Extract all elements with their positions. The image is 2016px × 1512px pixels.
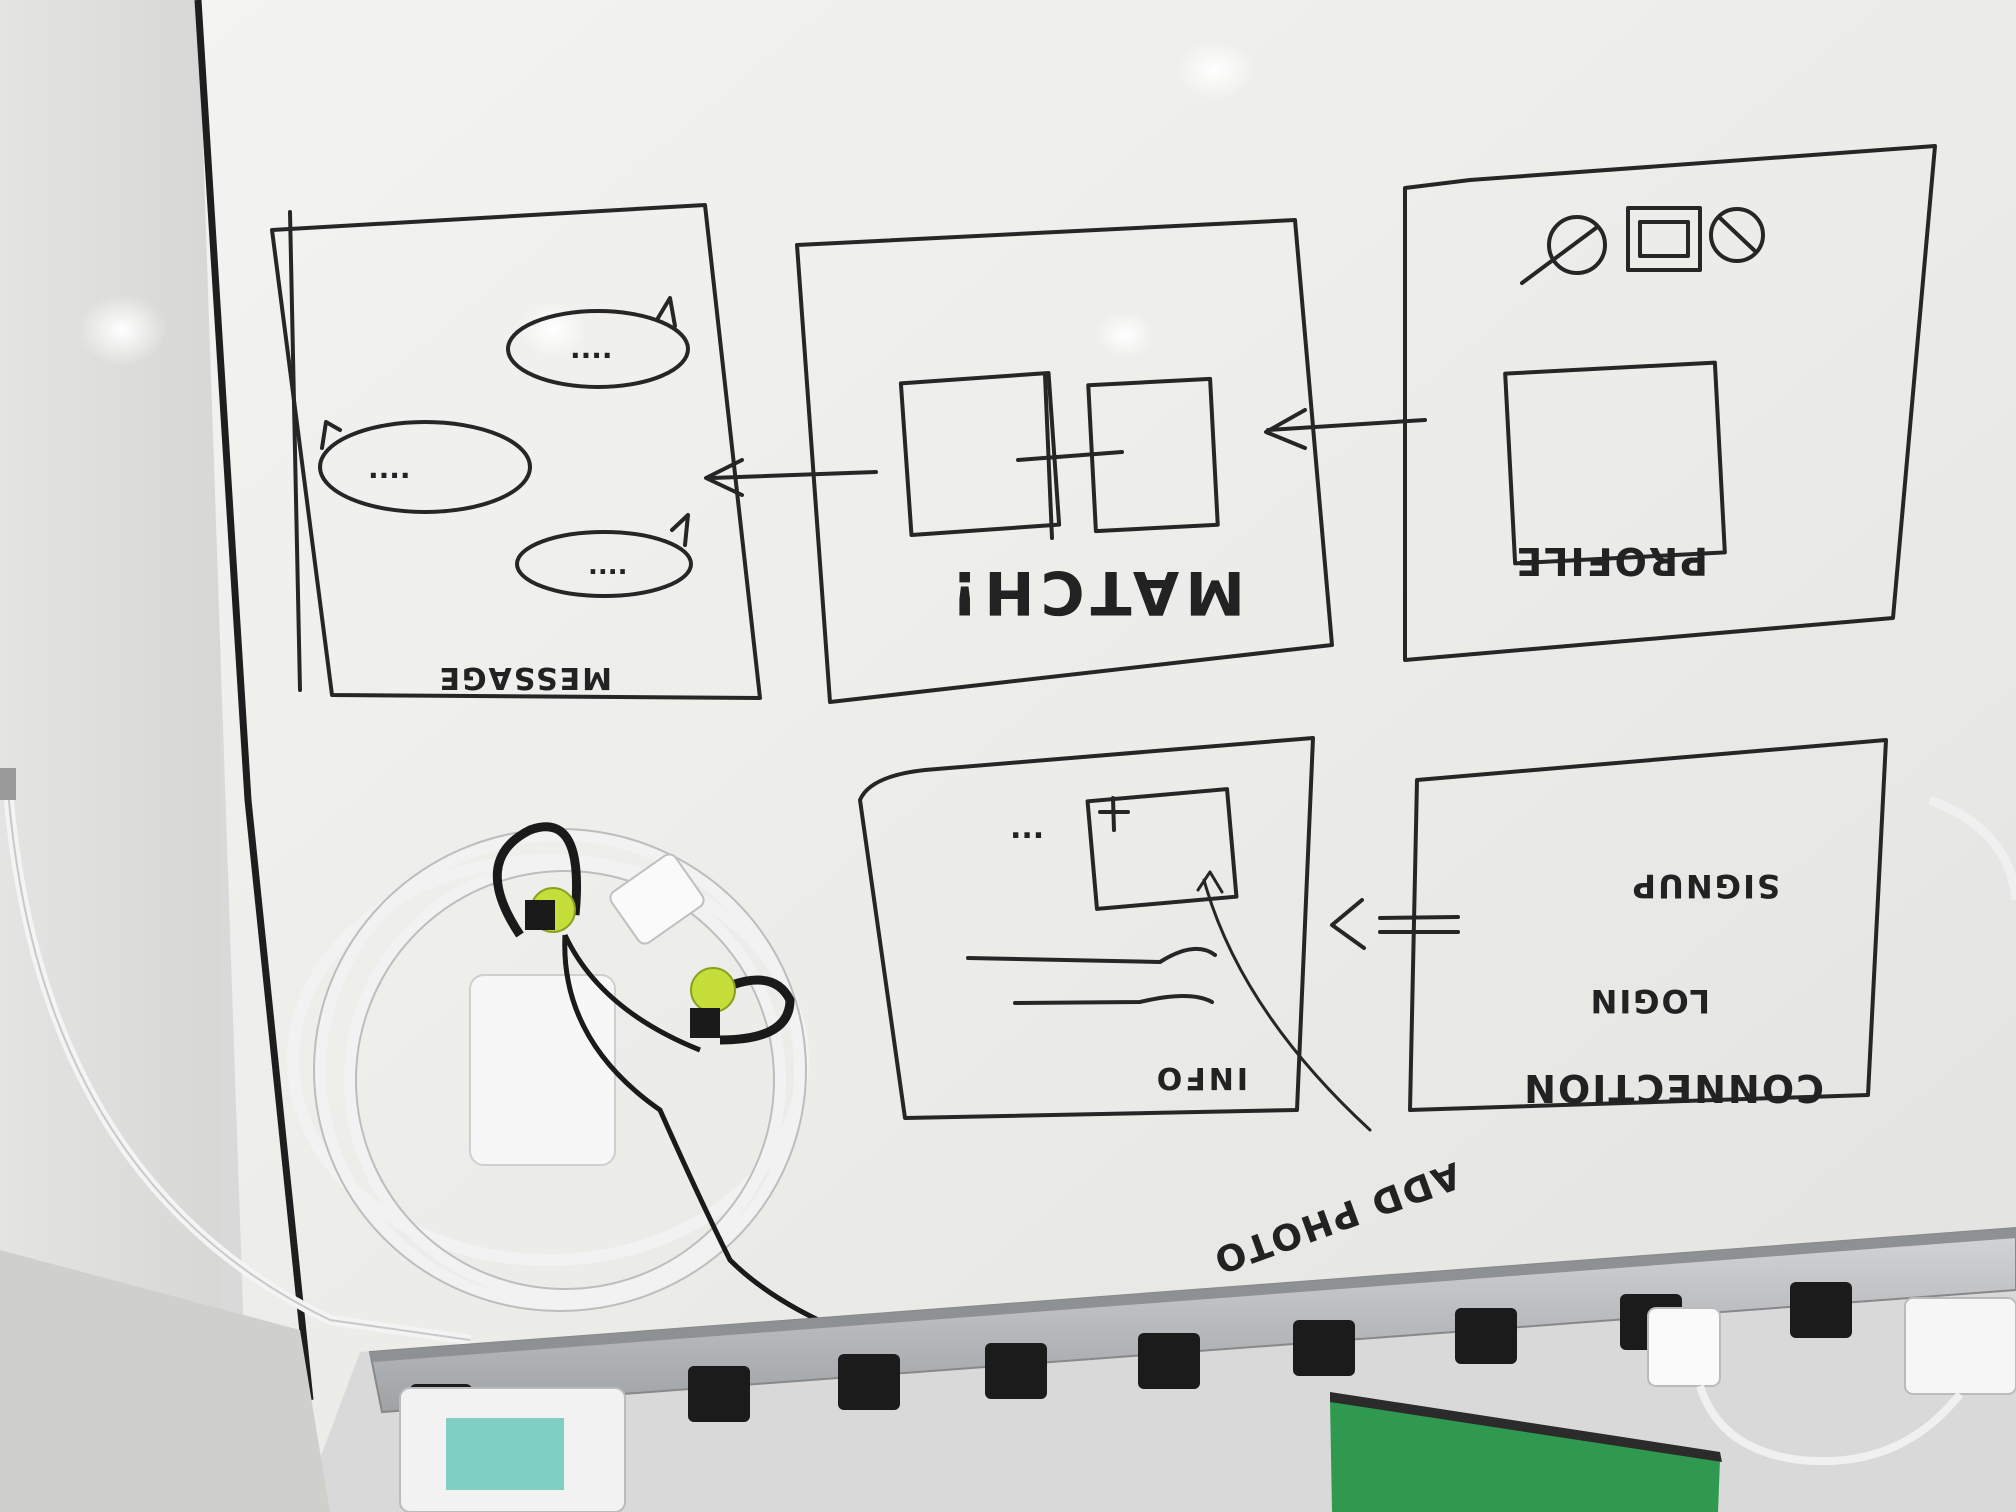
connection-line-connection: CONNECTION [1522, 1066, 1824, 1110]
green-book [1330, 1400, 1720, 1512]
add-photo-box [1085, 787, 1239, 911]
info-dots: ... [1010, 811, 1044, 846]
light-glare [1175, 40, 1255, 100]
match-screen-label: MATCH! [945, 557, 1245, 627]
edit-icon [1547, 215, 1607, 275]
plug-label [446, 1418, 564, 1490]
plug-adapter-far-right [1904, 1297, 2016, 1395]
bubble-text: .... [368, 452, 411, 485]
profile-screen-sketch [1403, 144, 1937, 662]
charging-cable-outline [7, 789, 471, 1341]
whiteboard-frame-edge [194, 0, 314, 1401]
profile-screen-label: PROFILE [1514, 539, 1708, 583]
info-screen-label: INFO [1154, 1060, 1248, 1095]
cable-connector [0, 768, 16, 800]
arrow-to-message [704, 458, 878, 497]
id-icon [1626, 206, 1702, 272]
speech-bubble [318, 420, 532, 514]
green-book-edge [1330, 1392, 1722, 1462]
connection-line-signup: SIGNUP [1631, 867, 1780, 905]
arrow-to-info [1330, 898, 1460, 950]
wall-shadow [0, 1250, 330, 1512]
message-screen-sketch [270, 203, 762, 700]
profile-card-right [1086, 376, 1220, 534]
light-glare [78, 294, 166, 366]
add-photo-pointer [1202, 878, 1372, 1132]
earbud-tip [690, 967, 736, 1013]
connection-screen-sketch [1408, 738, 1888, 1112]
power-adapter [469, 974, 616, 1166]
profile-photo-box [1503, 360, 1727, 566]
match-screen-sketch [795, 218, 1334, 704]
coiled-cable [287, 829, 809, 1311]
connection-line-login: LOGIN [1589, 982, 1710, 1020]
info-screen-sketch [858, 736, 1315, 1120]
profile-card-left [898, 371, 1062, 537]
charging-cable [1928, 795, 2016, 901]
add-photo-pointer-head [1196, 870, 1224, 894]
bubble-text: .... [588, 551, 628, 581]
speech-bubble [506, 309, 690, 389]
charging-cable [1696, 1384, 1964, 1466]
usb-charger [609, 853, 705, 945]
message-screen-label: MESSAGE [437, 660, 612, 695]
light-glare [1095, 311, 1155, 359]
bubble-text: .... [570, 332, 613, 365]
arrow-to-match [1264, 408, 1427, 450]
settings-icon [1709, 207, 1765, 263]
earphones [492, 822, 841, 1333]
light-glare [519, 302, 587, 358]
plug-adapter-right [1647, 1307, 1721, 1387]
speech-bubble [515, 530, 693, 598]
